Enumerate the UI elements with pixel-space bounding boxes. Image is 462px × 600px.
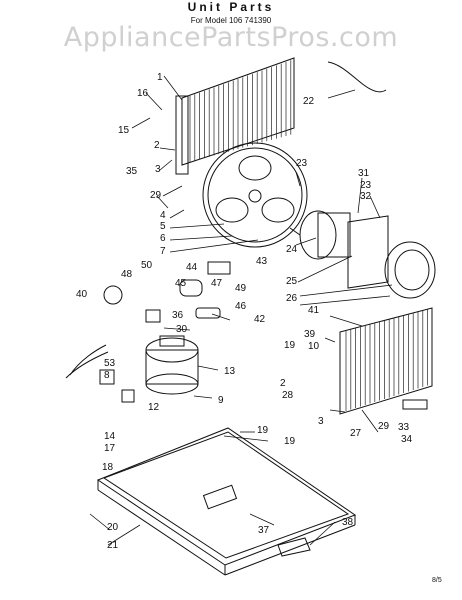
callout-29: 29 [378,421,390,432]
callout-18: 18 [102,462,114,473]
evaporator-coil [339,307,433,415]
watermark: AppliancePartsPros.com [63,22,399,53]
callout-12: 12 [148,402,160,413]
callout-46: 46 [235,301,247,312]
callout-14: 14 [104,431,116,442]
callout-48: 48 [121,269,133,280]
callout-50: 50 [141,260,153,271]
callout-45: 45 [175,278,187,289]
leader-lines [89,75,393,546]
base-pan [96,427,357,576]
fan-motor [289,210,351,260]
fan-blade [202,142,308,248]
callout-30: 30 [176,324,188,335]
electrical-components [103,261,231,323]
callout-5: 5 [160,221,166,232]
callout-42: 42 [254,314,266,325]
callout-17: 17 [104,443,116,454]
blower-housing [347,215,436,299]
callout-33: 33 [398,422,410,433]
callout-8: 8 [104,370,110,381]
callout-35: 35 [126,166,138,177]
callout-41: 41 [308,305,320,316]
callout-27: 27 [350,428,362,439]
callout-1: 1 [157,72,163,83]
callout-23: 23 [296,158,308,169]
callout-31: 31 [358,168,370,179]
callout-44: 44 [186,262,198,273]
callout-43: 43 [256,256,268,267]
callout-38: 38 [342,517,354,528]
callout-26: 26 [286,293,298,304]
callout-29: 29 [150,190,162,201]
callout-25: 25 [286,276,298,287]
model-subtitle: For Model 106 741390 [190,16,272,25]
wire-harness [65,344,135,403]
callout-37: 37 [258,525,270,536]
callout-53: 53 [104,358,116,369]
callout-2: 2 [280,378,286,389]
callout-7: 7 [160,246,166,257]
callout-2: 2 [154,140,160,151]
callout-28: 28 [282,390,294,401]
callout-3: 3 [155,164,161,175]
bracket-part-38 [277,537,311,557]
callout-10: 10 [308,341,320,352]
callout-32: 32 [360,191,372,202]
page-title: Unit Parts [187,0,275,14]
callout-21: 21 [107,540,119,551]
callout-40: 40 [76,289,88,300]
callout-34: 34 [401,434,413,445]
callout-22: 22 [303,96,315,107]
callout-3: 3 [318,416,324,427]
callout-20: 20 [107,522,119,533]
page-mark: 8/5 [432,577,442,584]
callout-19: 19 [284,436,296,447]
callout-13: 13 [224,366,236,377]
compressor [145,335,199,395]
callout-39: 39 [304,329,316,340]
callout-16: 16 [137,88,149,99]
tube-part-22 [327,61,387,93]
bracket-part-33 [402,399,428,410]
callout-19: 19 [284,340,296,351]
callout-19: 19 [257,425,269,436]
callout-24: 24 [286,244,298,255]
callout-49: 49 [235,283,247,294]
callout-47: 47 [211,278,223,289]
callout-36: 36 [172,310,184,321]
callout-9: 9 [218,395,224,406]
callout-15: 15 [118,125,130,136]
condenser-coil [175,57,295,175]
callout-4: 4 [160,210,166,221]
callout-23: 23 [360,180,372,191]
callout-6: 6 [160,233,166,244]
